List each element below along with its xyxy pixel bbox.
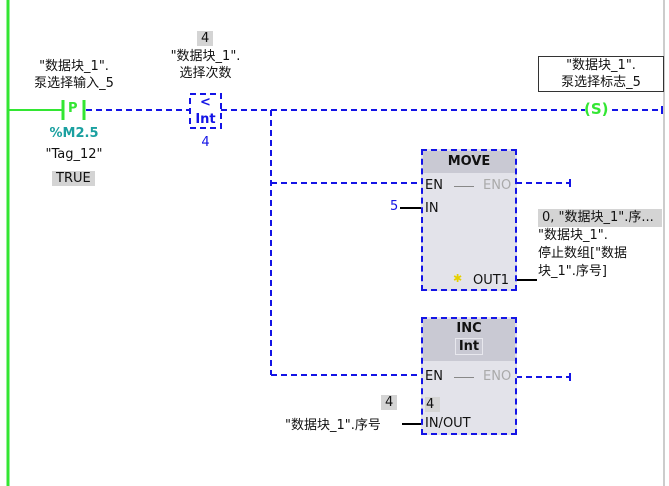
inc-en-eno-link [454, 377, 474, 378]
move-out-current-value: 0, "数据块_1".序... [538, 209, 662, 227]
inc-inout-pin: IN/OUT [425, 416, 471, 431]
compare-label-line2: 选择次数 [179, 66, 232, 81]
compare-less-than-box[interactable]: < Int [190, 94, 221, 128]
compare-operand2[interactable]: 4 [201, 135, 210, 150]
move-title: MOVE [423, 151, 515, 173]
set-coil-operand[interactable]: "数据块_1". 泵选择标志_5 [538, 56, 664, 92]
coil-type: S [590, 100, 602, 118]
move-box[interactable]: MOVE EN ENO IN ✱ OUT1 [421, 149, 517, 291]
compare-label-line1: "数据块_1". [170, 49, 241, 64]
edge-memory-address[interactable]: %M2.5 [49, 126, 99, 141]
move-out-operand[interactable]: 0, "数据块_1".序... "数据块_1". 停止数组["数据 块_1".序… [538, 209, 662, 281]
move-out-line2: 停止数组["数据 [538, 246, 628, 261]
move-en-eno-link [454, 186, 474, 187]
move-in-pin: IN [425, 201, 439, 216]
inc-operand[interactable]: "数据块_1".序号 [285, 418, 381, 433]
move-en-pin: EN [425, 178, 443, 193]
asterisk-icon: ✱ [453, 272, 463, 285]
move-out-line3: 块_1".序号] [538, 264, 607, 279]
coil-label-line2: 泵选择标志_5 [561, 75, 641, 90]
set-coil[interactable]: (S) [584, 100, 609, 118]
inc-title: INC [456, 321, 482, 336]
inc-box[interactable]: INC Int EN ENO 4 IN/OUT [421, 317, 517, 435]
contact-status-value: TRUE [52, 171, 95, 186]
inc-type[interactable]: Int [454, 338, 484, 355]
inc-current-value: 4 [381, 395, 398, 410]
compare-box-outline [189, 93, 222, 129]
positive-edge-contact[interactable]: P [68, 101, 78, 116]
compare-current-value: 4 [197, 31, 214, 46]
contact-operand[interactable]: "数据块_1". 泵选择输入_5 [15, 58, 133, 92]
move-in-value[interactable]: 5 [390, 199, 399, 214]
inc-inside-value: 4 [425, 397, 441, 412]
compare-operand1[interactable]: "数据块_1". 选择次数 [148, 48, 263, 82]
compare-operator: < [200, 95, 211, 110]
contact-label-line1: "数据块_1". [39, 59, 109, 74]
edge-memory-tag: "Tag_12" [45, 147, 103, 162]
inc-en-pin: EN [425, 369, 443, 384]
move-out1-pin: OUT1 [473, 273, 509, 288]
compare-type: Int [195, 112, 216, 127]
move-eno-pin: ENO [483, 178, 512, 193]
coil-label-line1: "数据块_1". [566, 58, 636, 73]
move-out-line1: "数据块_1". [538, 228, 608, 243]
inc-eno-pin: ENO [483, 369, 512, 384]
contact-label-line2: 泵选择输入_5 [34, 76, 114, 91]
